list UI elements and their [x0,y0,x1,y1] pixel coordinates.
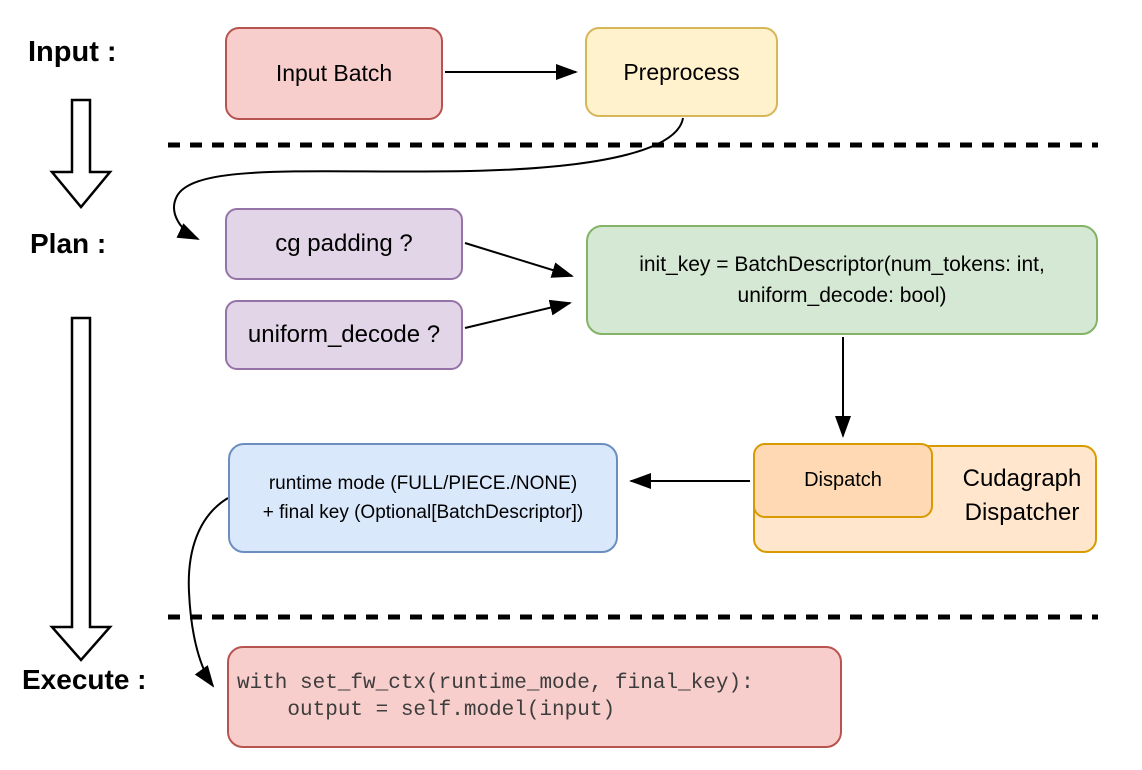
arrow-uniform-decode-to-init-key [464,299,572,329]
cudagraph-label-line1: Cudagraph [962,465,1082,492]
arrow-cg-padding-to-init-key [464,242,574,278]
node-runtime-mode: runtime mode (FULL/PIECE./NONE) + final … [228,443,618,553]
node-cg-padding: cg padding ? [225,208,463,280]
cudagraph-label-line2: Dispatcher [964,499,1080,526]
node-preprocess-label: Preprocess [623,58,740,85]
section-label-input: Input : [28,36,117,68]
section-label-plan: Plan : [30,228,107,259]
arrow-runtime-mode-to-execute-code [187,497,229,688]
node-init-key-line2: uniform_decode: bool) [737,284,947,307]
node-runtime-mode-line2: + final key (Optional[BatchDescriptor]) [262,502,584,523]
node-cg-padding-label: cg padding ? [275,230,413,257]
execute-code-line2: output = self.model(input) [237,699,616,722]
node-init-key-line1: init_key = BatchDescriptor(num_tokens: i… [639,253,1045,276]
section-label-execute: Execute : [22,664,147,695]
node-dispatch: Dispatch [753,443,933,518]
node-cudagraph-dispatcher-label: Cudagraph Dispatcher [944,462,1100,530]
node-runtime-mode-line1: runtime mode (FULL/PIECE./NONE) [268,473,578,494]
hollow-arrow-input-to-plan [49,98,113,209]
node-uniform-decode-label: uniform_decode ? [247,321,441,348]
node-uniform-decode: uniform_decode ? [225,300,463,370]
node-input-batch: Input Batch [225,27,443,120]
execute-code-line1: with set_fw_ctx(runtime_mode, final_key)… [237,672,754,695]
node-preprocess: Preprocess [585,27,778,117]
node-dispatch-label: Dispatch [804,469,882,491]
node-init-key: init_key = BatchDescriptor(num_tokens: i… [586,225,1098,335]
hollow-arrow-plan-to-execute [49,316,113,662]
node-input-batch-label: Input Batch [275,60,393,86]
node-execute-code: with set_fw_ctx(runtime_mode, final_key)… [227,646,842,748]
